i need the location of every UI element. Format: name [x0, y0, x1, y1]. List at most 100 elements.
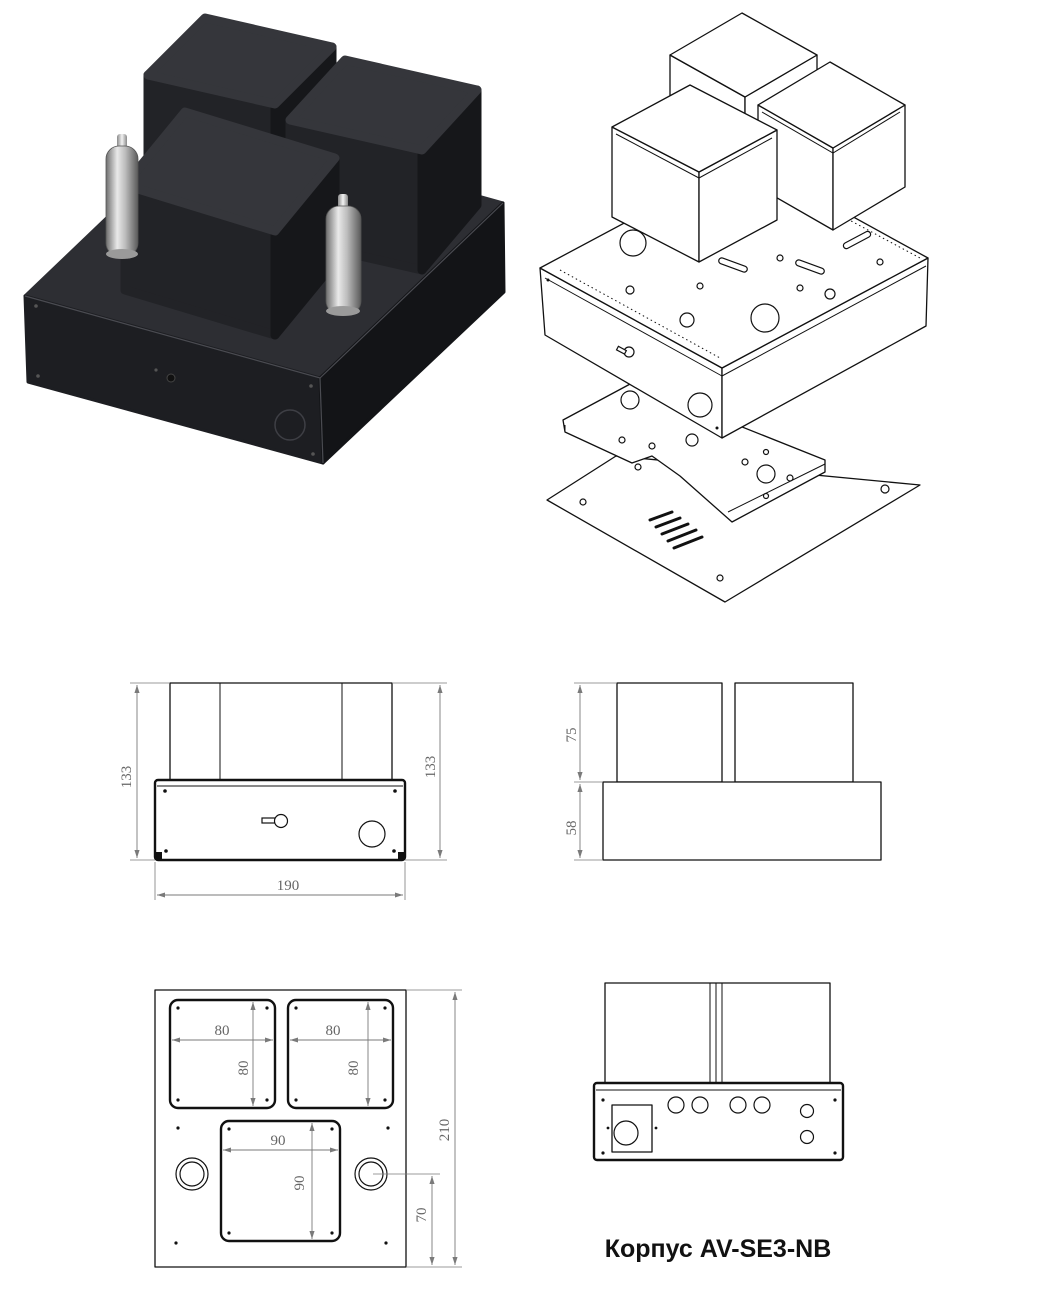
top-slot: [795, 259, 825, 275]
vent-slots: [648, 510, 704, 550]
top-hole: [619, 229, 647, 257]
front-screw: [163, 789, 167, 793]
front-screw: [164, 849, 168, 853]
render-tube-right: [325, 194, 362, 316]
mounting-hole: [685, 433, 699, 447]
render-jack-hole: [166, 373, 176, 383]
tube-base: [106, 249, 138, 259]
mounting-hole: [174, 1241, 178, 1245]
mounting-hole: [579, 498, 587, 506]
dimension-label: 90: [292, 1176, 308, 1191]
tube-glass: [325, 205, 362, 315]
rear-input-jack-hole: [799, 1129, 815, 1145]
top-hole: [824, 288, 836, 300]
dimension-label: 210: [437, 1119, 453, 1142]
rear-screw: [601, 1151, 605, 1155]
top-view: 80 80 80 80 90 90: [154, 989, 462, 1268]
top-hole: [876, 258, 884, 266]
tube-base: [326, 306, 360, 316]
rear-connector-hole: [729, 1096, 747, 1114]
render-screw: [309, 384, 313, 388]
render-iec-hole: [274, 409, 306, 441]
rear-screw: [606, 1126, 610, 1130]
front-iec-hole: [358, 820, 386, 848]
rear-screw: [833, 1151, 837, 1155]
top-hole: [625, 285, 635, 295]
side-transformer: [616, 682, 723, 783]
dimension-label: 80: [215, 1023, 230, 1039]
drawing-title: Корпус AV-SE3-NB: [605, 1235, 832, 1263]
mounting-hole: [634, 463, 642, 471]
front-keyhole-slot: [261, 817, 277, 824]
front-corner-foot: [398, 852, 404, 859]
tube-socket-hole: [756, 464, 776, 484]
top-slot: [718, 257, 748, 273]
rear-input-jack-hole: [799, 1103, 815, 1119]
render-screw: [311, 452, 315, 456]
rear-transformers-outline: [604, 982, 831, 1084]
rear-view: [592, 982, 845, 1162]
top-hole: [776, 254, 784, 262]
exploded-transformer-right: [757, 61, 906, 231]
front-iec-hole: [687, 392, 713, 418]
rear-connector-hole: [667, 1096, 685, 1114]
front-screw: [546, 278, 550, 282]
mounting-hole: [176, 1126, 180, 1130]
dimension-label: 70: [414, 1208, 430, 1223]
dimension-label: 58: [564, 821, 580, 836]
rear-connector-hole: [691, 1096, 709, 1114]
mounting-hole: [741, 458, 749, 466]
mounting-hole: [762, 448, 770, 456]
render-screw: [154, 368, 158, 372]
dimension-height-left: 133: [119, 682, 170, 861]
mounting-hole: [648, 442, 656, 450]
cutout-center: 90 90: [219, 1119, 342, 1243]
dimension-label: 90: [271, 1133, 286, 1149]
dimension-height-right: 133: [392, 682, 447, 861]
side-chassis: [602, 781, 882, 861]
dimension-label: 80: [236, 1061, 252, 1076]
render-screw: [36, 374, 40, 378]
rear-screw: [833, 1098, 837, 1102]
dimension-socket-offset: 70: [373, 1173, 440, 1265]
rear-chassis: [592, 1081, 845, 1162]
top-hole: [679, 312, 695, 328]
dimension-label: 80: [326, 1023, 341, 1039]
tube-socket-left: [175, 1157, 209, 1191]
front-view: 133 133 190: [119, 682, 447, 900]
front-screw: [393, 789, 397, 793]
dimension-label: 133: [423, 756, 439, 779]
dimension-label: 75: [564, 728, 580, 743]
side-view: 75 58: [564, 682, 882, 861]
chassis-render: [23, 13, 506, 465]
exploded-view: [539, 12, 929, 603]
dimension-depth: 210: [406, 989, 462, 1268]
mounting-hole: [762, 492, 770, 500]
rear-connector-hole: [753, 1096, 771, 1114]
exploded-tube-bracket: [562, 382, 826, 523]
front-transformers-outline: [169, 682, 393, 781]
cutout-right: 80 80: [286, 998, 395, 1110]
mounting-hole: [716, 574, 724, 582]
dimension-label: 190: [277, 878, 300, 894]
front-screw: [715, 426, 719, 430]
exploded-bottom-plate: [546, 455, 921, 603]
front-keyhole: [273, 813, 289, 829]
dimension-label: 133: [119, 766, 135, 789]
mounting-hole: [384, 1241, 388, 1245]
tube-socket-hole: [620, 390, 640, 410]
cutout-left: 80 80: [168, 998, 277, 1110]
rear-screw: [601, 1098, 605, 1102]
mounting-hole: [880, 484, 890, 494]
dimension-label: 80: [346, 1061, 362, 1076]
exploded-transformer-front: [611, 84, 778, 263]
render-screw: [34, 304, 38, 308]
top-hole: [796, 284, 804, 292]
dimension-transformer-height: 75: [564, 682, 617, 783]
front-screw: [392, 849, 396, 853]
render-tube-left: [105, 134, 139, 259]
render-transformer-front: [120, 107, 340, 340]
top-hole: [750, 303, 780, 333]
mounting-hole: [618, 436, 626, 444]
